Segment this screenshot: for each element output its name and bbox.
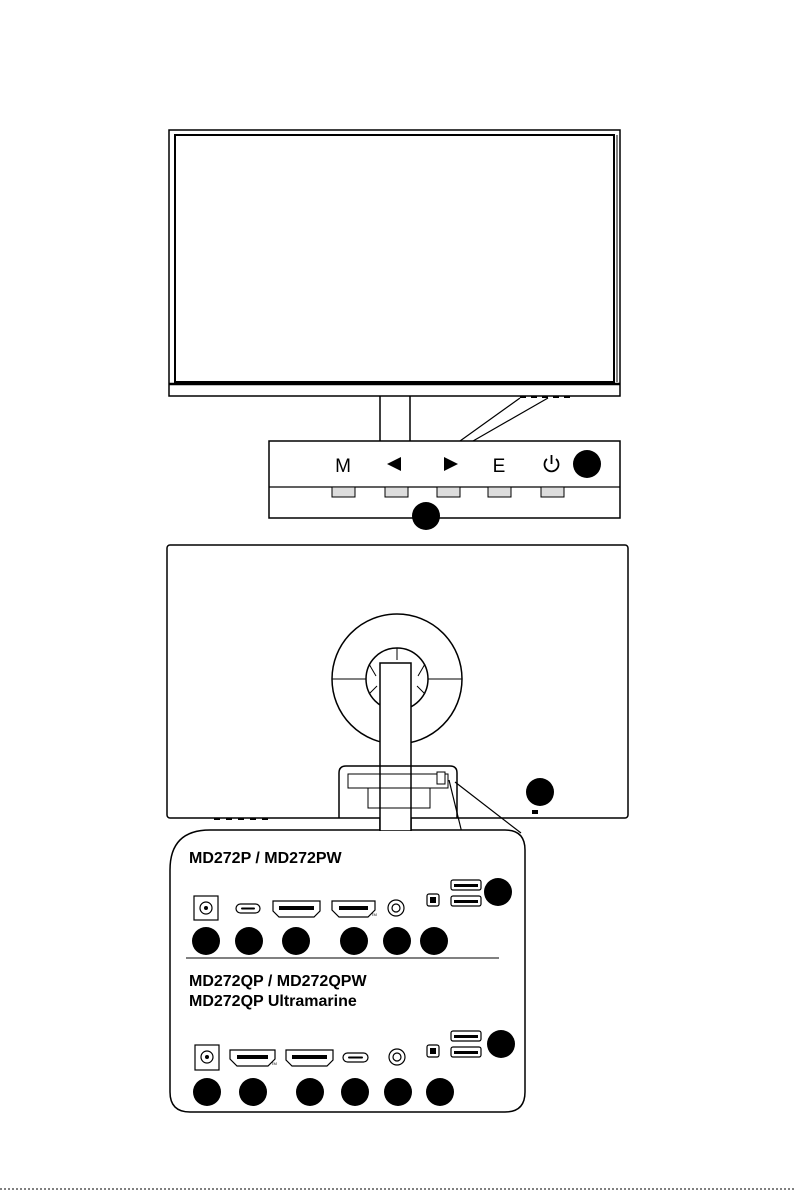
audio-jack-icon [389, 1049, 405, 1065]
audio-jack-icon [388, 900, 404, 916]
ports-callout-box [170, 830, 525, 1112]
callout-marker [573, 450, 601, 478]
callout-marker [526, 778, 554, 806]
kensington-lock-icon [532, 810, 538, 814]
callout-marker [412, 502, 440, 530]
front-bezel [169, 130, 620, 396]
control-panel-zoom: M E [269, 441, 620, 530]
model-group-2-title-line-1: MD272QP / MD272QPW [189, 973, 367, 990]
tm-mark: TM [371, 912, 377, 917]
monitor-rear-view [167, 545, 628, 833]
model-group-2-title-line-2: MD272QP Ultramarine [189, 993, 357, 1010]
model-group-1-title: MD272P / MD272PW [189, 850, 343, 867]
tm-mark: TM [271, 1061, 277, 1066]
stand-arm [380, 663, 411, 831]
menu-button-label: M [335, 456, 351, 477]
exit-button-label: E [493, 456, 506, 477]
front-screen [175, 135, 614, 382]
ports-callout: MD272P / MD272PW TM [170, 818, 525, 1112]
control-panel-box [269, 441, 620, 518]
monitor-front-view [169, 130, 620, 441]
